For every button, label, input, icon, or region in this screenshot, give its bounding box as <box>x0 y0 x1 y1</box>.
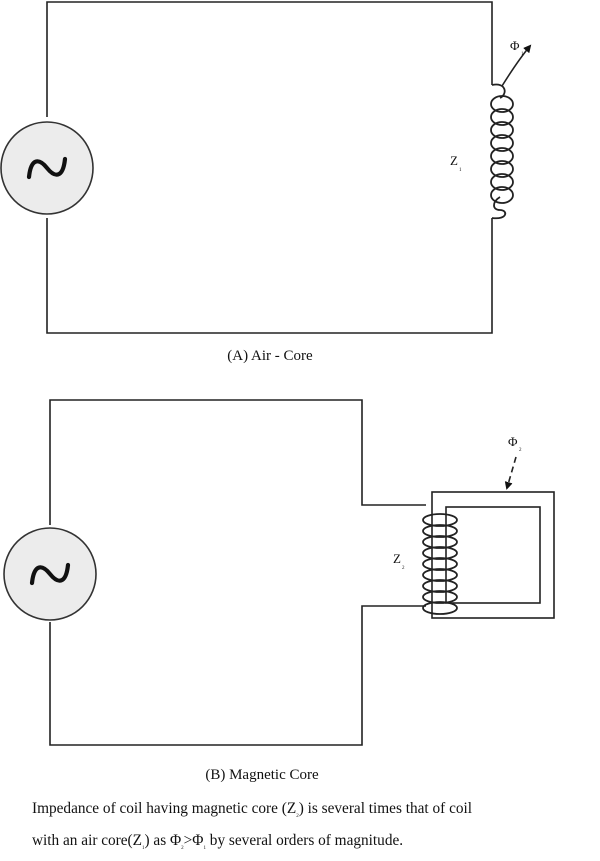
panel-b-ac-source <box>3 527 97 621</box>
panel-b-flux-subscript: 2 <box>519 448 522 453</box>
coil-turn <box>422 524 458 538</box>
sine-wave-icon <box>26 156 68 180</box>
panel-a-flux-label: Φ <box>510 38 520 53</box>
explanation-note: Impedance of coil having magnetic core (… <box>32 797 598 861</box>
panel-a-ac-source <box>0 121 94 215</box>
panel-a-circuit-wire <box>46 1 493 334</box>
coil-turn <box>490 160 514 178</box>
coil-turn <box>422 535 458 549</box>
panel-b-coil-subscript: 2 <box>402 566 405 571</box>
circuit-diagram: Φ 1 Z 1 (A) Air - Core Φ 2 Z 2 (B) Magne… <box>0 1 555 783</box>
coil-turn <box>490 147 514 165</box>
coil-turn <box>490 108 514 126</box>
coil-turn <box>422 557 458 571</box>
coil-turn <box>422 579 458 593</box>
coil-turn <box>422 546 458 560</box>
panel-b-coil-label: Z <box>393 551 401 566</box>
coil-turn <box>490 173 514 191</box>
panel-a-air-core: Φ 1 Z 1 (A) Air - Core <box>0 1 532 364</box>
panel-a-flux-arrow <box>501 44 532 87</box>
panel-b-iron-core <box>431 491 555 619</box>
panel-b-core-coil-turns <box>422 513 458 615</box>
iron-core-window <box>445 506 541 604</box>
panel-a-flux-subscript: 1 <box>521 52 524 57</box>
air-coil-lead-bottom <box>491 196 507 220</box>
panel-b-caption: (B) Magnetic Core <box>205 767 319 783</box>
explanation-line-2: with an air core(Z1) as Φ2>Φ1 by several… <box>32 832 404 851</box>
panel-b-circuit-wire <box>49 399 426 746</box>
panel-a-coil-subscript: 1 <box>459 168 462 173</box>
panel-a-air-coil <box>490 83 514 220</box>
coil-turn <box>490 121 514 139</box>
air-coil-turns <box>490 95 514 204</box>
panel-a-coil-label: Z <box>450 153 458 168</box>
coil-turn <box>422 601 458 615</box>
coil-turn <box>422 568 458 582</box>
coil-turn <box>422 590 458 604</box>
explanation-line-1: Impedance of coil having magnetic core (… <box>32 800 473 819</box>
iron-core-outer <box>431 491 555 619</box>
panel-a-caption: (A) Air - Core <box>227 348 313 364</box>
coil-turn <box>422 513 458 527</box>
panel-b-flux-label: Φ <box>508 434 518 449</box>
coil-turn <box>490 186 514 204</box>
coil-turn <box>490 134 514 152</box>
coil-turn <box>490 95 514 113</box>
panel-b-magnetic-core: Φ 2 Z 2 (B) Magnetic Core <box>3 399 555 783</box>
sine-wave-icon <box>29 562 71 586</box>
panel-b-flux-arrow <box>504 456 517 490</box>
